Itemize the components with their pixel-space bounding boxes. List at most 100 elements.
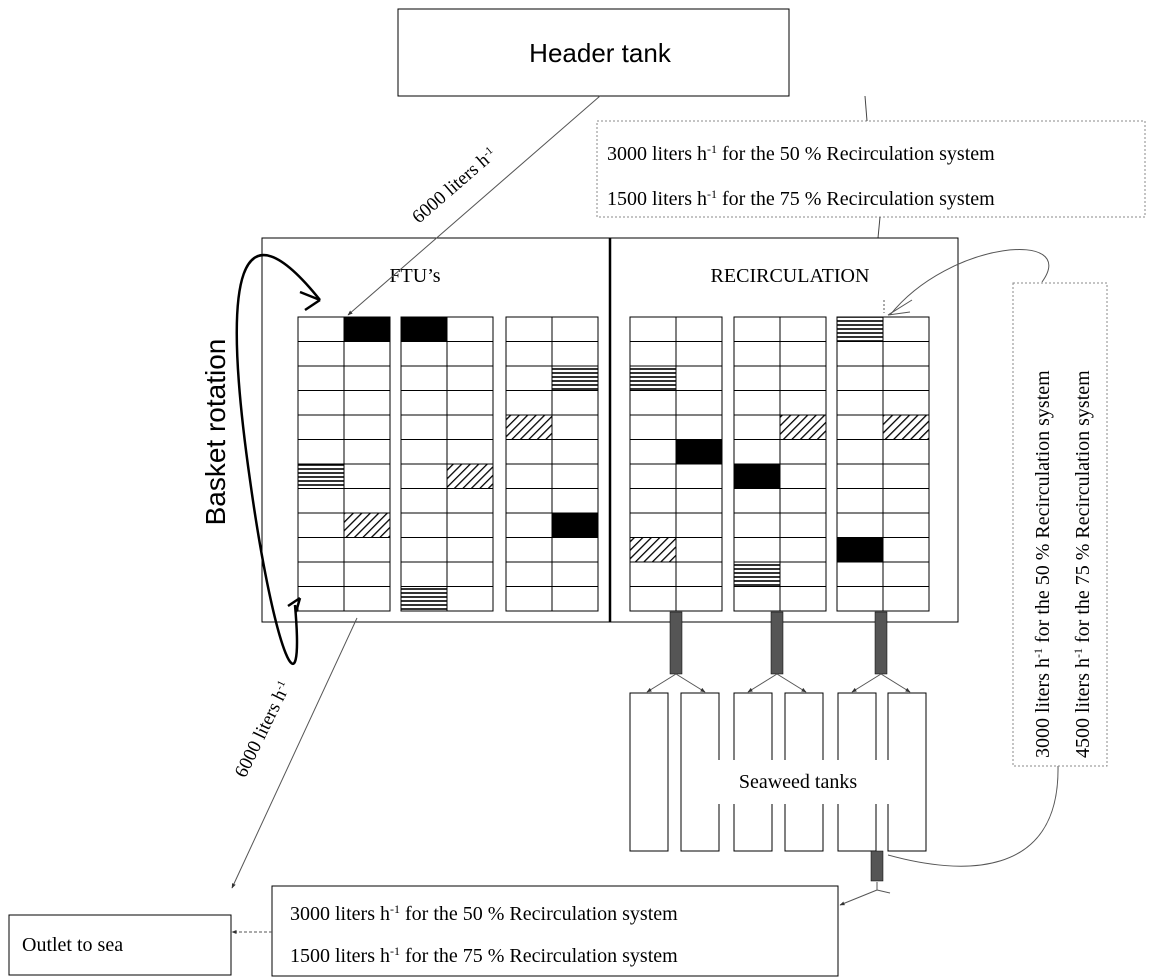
basket-cell — [297, 586, 345, 612]
basket-cell — [629, 439, 677, 465]
top-flow-box — [596, 120, 1146, 218]
basket-cell — [836, 365, 884, 391]
bottom-flow-line-1: 3000 liters h-1 for the 50 % Recirculati… — [290, 902, 678, 925]
pipe-split-arrow — [646, 673, 677, 693]
basket-cell — [779, 316, 827, 342]
basket-cell — [551, 586, 599, 612]
basket-cell — [551, 488, 599, 514]
recirculation-title: RECIRCULATION — [711, 265, 870, 287]
right-flow-box — [1012, 282, 1108, 767]
basket-cell-diagonal — [629, 537, 677, 563]
basket-cell-black — [836, 537, 884, 563]
recirc-pipe — [874, 611, 888, 675]
basket-cell — [297, 316, 345, 342]
basket-cell — [733, 316, 781, 342]
basket-cell — [551, 439, 599, 465]
basket-cell — [400, 537, 448, 563]
basket-cell — [446, 488, 494, 514]
basket-cell-black — [733, 463, 781, 489]
basket-cell — [343, 390, 391, 416]
basket-cell — [675, 488, 723, 514]
basket-cell — [551, 390, 599, 416]
inflow-label: 6000 liters h-1 — [408, 144, 500, 228]
return-arrowhead — [887, 299, 913, 316]
basket-cell — [836, 341, 884, 367]
seaweed-tank — [629, 692, 669, 852]
basket-cell — [400, 561, 448, 587]
basket-cell — [400, 365, 448, 391]
basket-cell — [400, 414, 448, 440]
basket-cell — [297, 561, 345, 587]
header-tank-box — [397, 8, 790, 97]
seaweed-outflow-branch — [876, 889, 891, 894]
basket-cell — [836, 488, 884, 514]
basket-cell — [446, 414, 494, 440]
basket-cell — [836, 414, 884, 440]
basket-cell — [836, 390, 884, 416]
basket-cell — [675, 512, 723, 538]
basket-cell — [446, 586, 494, 612]
header-tank-label: Header tank — [529, 38, 672, 68]
basket-cell — [446, 365, 494, 391]
basket-cell — [343, 365, 391, 391]
basket-cell — [551, 414, 599, 440]
basket-cell — [629, 561, 677, 587]
basket-cell — [446, 439, 494, 465]
basket-cell-horizontal — [551, 365, 599, 391]
basket-cell — [836, 561, 884, 587]
basket-cell — [733, 537, 781, 563]
basket-cell-black — [675, 439, 723, 465]
basket-cell — [400, 488, 448, 514]
basket-cell — [297, 439, 345, 465]
basket-cell — [779, 390, 827, 416]
recirc-pipes — [646, 611, 911, 693]
basket-cell — [675, 414, 723, 440]
basket-cell — [343, 488, 391, 514]
basket-cell — [505, 316, 553, 342]
basket-cell — [297, 512, 345, 538]
basket-cell-horizontal — [733, 561, 781, 587]
basket-cell — [836, 512, 884, 538]
basket-cell — [882, 512, 930, 538]
basket-cell — [836, 439, 884, 465]
basket-cell — [400, 439, 448, 465]
basket-cell — [779, 488, 827, 514]
top-flow-line-2: 1500 liters h-1 for the 75 % Recirculati… — [607, 187, 995, 210]
basket-cell — [551, 537, 599, 563]
basket-cell — [297, 537, 345, 563]
basket-cell — [733, 439, 781, 465]
basket-cell — [446, 316, 494, 342]
basket-cell-horizontal — [629, 365, 677, 391]
recirc-pipe — [770, 611, 784, 675]
basket-cell — [882, 390, 930, 416]
basket-cell-horizontal — [836, 316, 884, 342]
right-flow-line-1: 3000 liters h-1 for the 50 % Recirculati… — [1031, 370, 1054, 758]
basket-rotation-loop — [235, 253, 321, 666]
basket-cell — [675, 341, 723, 367]
basket-cell — [675, 561, 723, 587]
basket-cell — [297, 390, 345, 416]
basket-cell — [733, 414, 781, 440]
basket-cell — [505, 341, 553, 367]
basket-cell — [629, 586, 677, 612]
basket-cell — [551, 463, 599, 489]
basket-cell — [733, 586, 781, 612]
basket-rotation-label: Basket rotation — [200, 339, 231, 526]
basket-cell — [400, 390, 448, 416]
basket-cell — [733, 365, 781, 391]
seaweed-label-backdrop — [696, 760, 894, 804]
basket-cell — [882, 488, 930, 514]
basket-grid — [297, 316, 930, 612]
outlet-box — [8, 914, 232, 976]
basket-cell — [446, 512, 494, 538]
basket-cell — [882, 561, 930, 587]
basket-cell — [836, 463, 884, 489]
seaweed-tanks-label: Seaweed tanks — [739, 771, 858, 793]
pipe-split-arrow — [880, 673, 911, 693]
outflow-arrow — [231, 617, 358, 889]
basket-cell — [297, 488, 345, 514]
basket-cell — [675, 365, 723, 391]
basket-cell — [882, 365, 930, 391]
basket-cell — [882, 537, 930, 563]
basket-cell — [675, 537, 723, 563]
